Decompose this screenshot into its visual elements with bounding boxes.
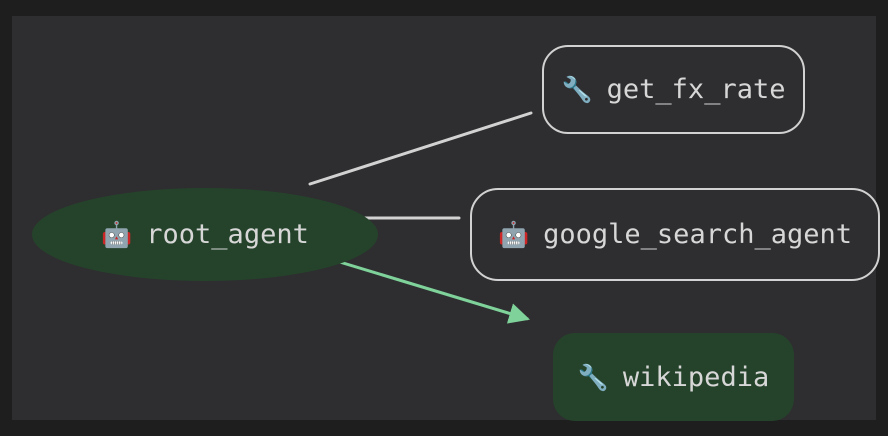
node-content: 🔧 wikipedia (578, 364, 769, 391)
graph-node-wikipedia[interactable]: 🔧 wikipedia (553, 333, 794, 421)
robot-icon: 🤖 (498, 220, 530, 249)
edge-root-to-get-fx-rate (308, 111, 533, 186)
graph-node-get-fx-rate[interactable]: 🔧 get_fx_rate (542, 45, 805, 134)
node-content: 🤖 root_agent (101, 221, 309, 248)
graph-surface[interactable]: 🤖 root_agent 🔧 get_fx_rate 🤖 google_sear… (12, 16, 880, 421)
robot-icon: 🤖 (101, 220, 133, 249)
node-label: wikipedia (622, 361, 770, 393)
node-label: google_search_agent (543, 219, 852, 250)
graph-node-google-search-agent[interactable]: 🤖 google_search_agent (470, 188, 880, 281)
node-content: 🤖 google_search_agent (498, 221, 852, 248)
node-label: root_agent (146, 219, 309, 250)
graph-node-root-agent[interactable]: 🤖 root_agent (32, 188, 378, 281)
node-label: get_fx_rate (606, 74, 786, 105)
wrench-icon: 🔧 (561, 75, 593, 104)
wrench-icon: 🔧 (577, 362, 609, 392)
node-content: 🔧 get_fx_rate (562, 76, 786, 103)
